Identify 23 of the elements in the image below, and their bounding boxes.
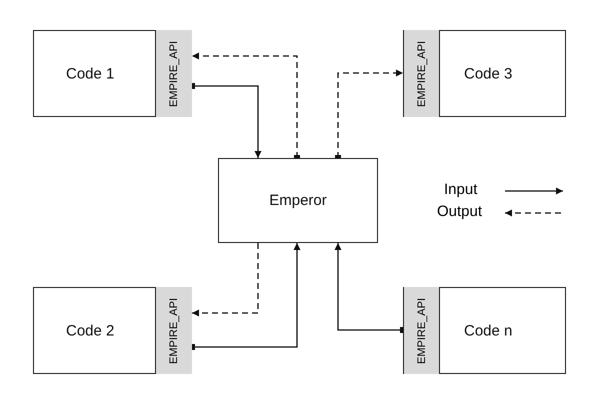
module-box [33,30,192,117]
arrow [335,70,403,161]
arrow [192,52,300,161]
module-label: Code n [464,322,512,339]
module-label: Code 3 [464,65,512,82]
module-box [403,30,566,117]
module-label: Emperor [269,192,327,209]
module-box [33,287,192,374]
module-box [403,287,566,374]
api-strip [155,30,192,117]
module-label: Code 2 [66,322,114,339]
arrow [192,243,259,316]
api-label: EMPIRE_API [168,297,180,364]
module-label: Code 1 [66,65,114,82]
api-label: EMPIRE_API [416,40,428,107]
hub-box [218,158,378,243]
api-label: EMPIRE_API [416,297,428,364]
api-strip [155,287,192,374]
legend-label: Input [444,181,478,198]
api-strip [403,30,440,117]
legend-label: Output [437,203,482,220]
api-strip [403,287,440,374]
api-label: EMPIRE_API [168,40,180,107]
